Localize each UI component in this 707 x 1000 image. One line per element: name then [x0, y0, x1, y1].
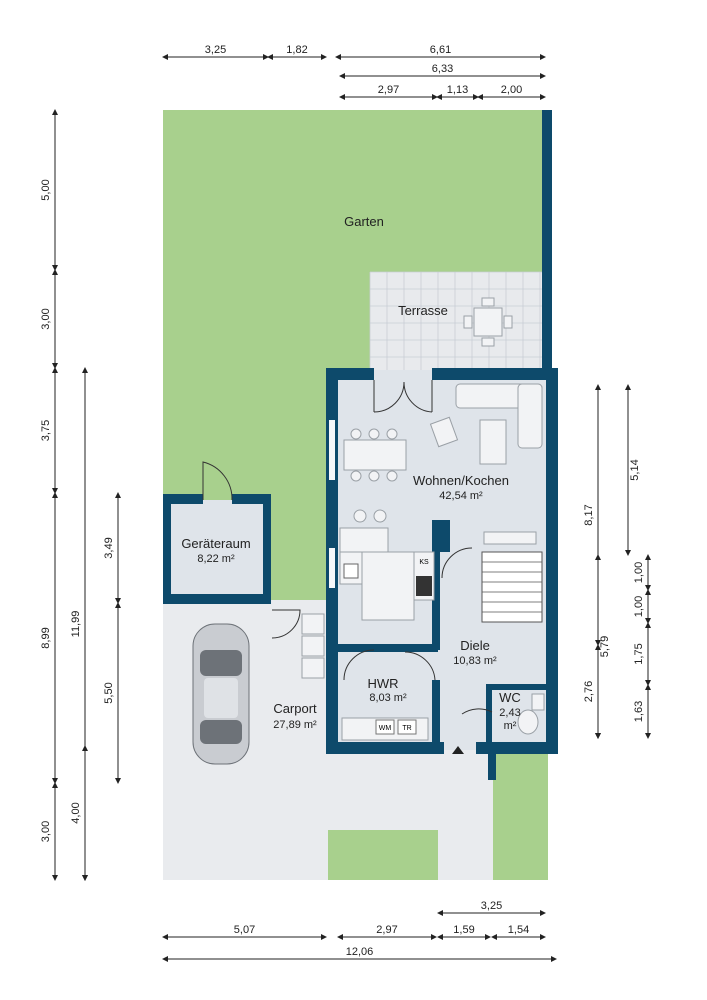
room-label-wc: WC — [499, 690, 521, 705]
dimension-label-left-3: 11,99 — [70, 611, 82, 638]
doors — [202, 380, 493, 715]
dimension-label-top-0: 3,25 — [205, 44, 226, 56]
dimension-label-left-8: 3,00 — [40, 821, 52, 842]
dimension-label-bottom-5: 12,06 — [346, 946, 374, 958]
dimension-label-left-6: 5,50 — [103, 682, 115, 703]
room-area-wc: 2,43 — [499, 707, 520, 719]
dimension-label-left-0: 5,00 — [40, 179, 52, 200]
room-area-wohnen: 42,54 m² — [439, 490, 483, 502]
dimension-label-bottom-3: 1,59 — [453, 924, 474, 936]
dimension-label-right-4: 5,79 — [599, 636, 611, 657]
dimension-label-right-1: 5,14 — [629, 459, 641, 480]
shed-floor — [168, 500, 266, 600]
dimension-label-top-4: 2,97 — [378, 84, 399, 96]
dimension-label-bottom-1: 5,07 — [234, 924, 255, 936]
dimension-label-top-6: 2,00 — [501, 84, 522, 96]
dimension-label-left-7: 4,00 — [70, 802, 82, 823]
dimension-label-left-2: 3,75 — [40, 420, 52, 441]
dimension-label-right-7: 1,63 — [633, 701, 645, 722]
dimension-label-top-1: 1,82 — [286, 44, 307, 56]
dimension-label-top-5: 1,13 — [447, 84, 468, 96]
dimension-label-right-2: 1,00 — [633, 562, 645, 583]
room-label-wohnen: Wohnen/Kochen — [413, 473, 509, 488]
dimension-label-left-4: 8,99 — [40, 627, 52, 648]
furniture — [192, 297, 545, 765]
fridge-label: KS — [419, 559, 429, 566]
terrace — [369, 271, 542, 370]
room-area-carport: 27,89 m² — [273, 719, 317, 731]
entrance-arrow-icon — [452, 746, 464, 754]
washer-label: WM — [379, 725, 392, 732]
dimension-label-top-3: 6,33 — [432, 63, 453, 75]
car-icon — [192, 623, 250, 765]
room-label-geraeteraum: Geräteraum — [181, 536, 250, 551]
dimension-label-top-2: 6,61 — [430, 44, 451, 56]
dimension-label-left-5: 3,49 — [103, 537, 115, 558]
room-label-carport: Carport — [273, 701, 317, 716]
house-walls — [326, 110, 558, 780]
room-label-hwr: HWR — [367, 676, 398, 691]
room-label-garten: Garten — [344, 214, 384, 229]
dimension-label-bottom-0: 3,25 — [481, 900, 502, 912]
dimension-label-right-6: 2,76 — [583, 681, 595, 702]
shed-walls — [163, 494, 271, 604]
room-area-wc-unit: m² — [504, 720, 517, 732]
front-green-left — [328, 830, 438, 880]
dimension-label-bottom-4: 1,54 — [508, 924, 529, 936]
dimension-lines: 3,25 1,82 6,61 6,33 2,97 1,13 2,00 3,25 5,07 2,97… — [40, 44, 651, 962]
dimension-label-right-0: 8,17 — [583, 504, 595, 525]
room-label-terrasse: Terrasse — [398, 303, 448, 318]
front-green-right — [493, 750, 548, 880]
dimension-label-right-5: 1,75 — [633, 643, 645, 664]
dimension-label-bottom-2: 2,97 — [376, 924, 397, 936]
room-area-diele: 10,83 m² — [453, 655, 497, 667]
dimension-label-right-3: 1,00 — [633, 596, 645, 617]
dimension-label-left-1: 3,00 — [40, 308, 52, 329]
room-area-geraeteraum: 8,22 m² — [197, 553, 235, 565]
dryer-label: TR — [402, 725, 411, 732]
room-area-hwr: 8,03 m² — [369, 692, 407, 704]
room-label-diele: Diele — [460, 638, 490, 653]
